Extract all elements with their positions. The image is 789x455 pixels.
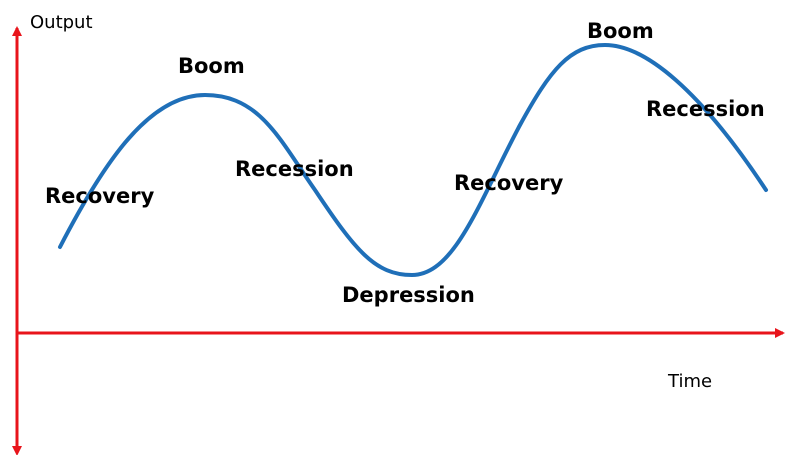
phase-label-recovery-2: Recovery [454,171,564,195]
x-axis-label: Time [667,371,712,392]
phase-label-recession-2: Recession [646,97,765,121]
phase-label-depression: Depression [342,283,475,307]
y-axis-label: Output [30,12,93,33]
phase-label-boom-1: Boom [178,54,245,78]
phase-label-recovery-1: Recovery [45,184,155,208]
business-cycle-curve [58,42,768,278]
phase-label-recession-1: Recession [235,157,354,181]
phase-label-boom-2: Boom [587,19,654,43]
